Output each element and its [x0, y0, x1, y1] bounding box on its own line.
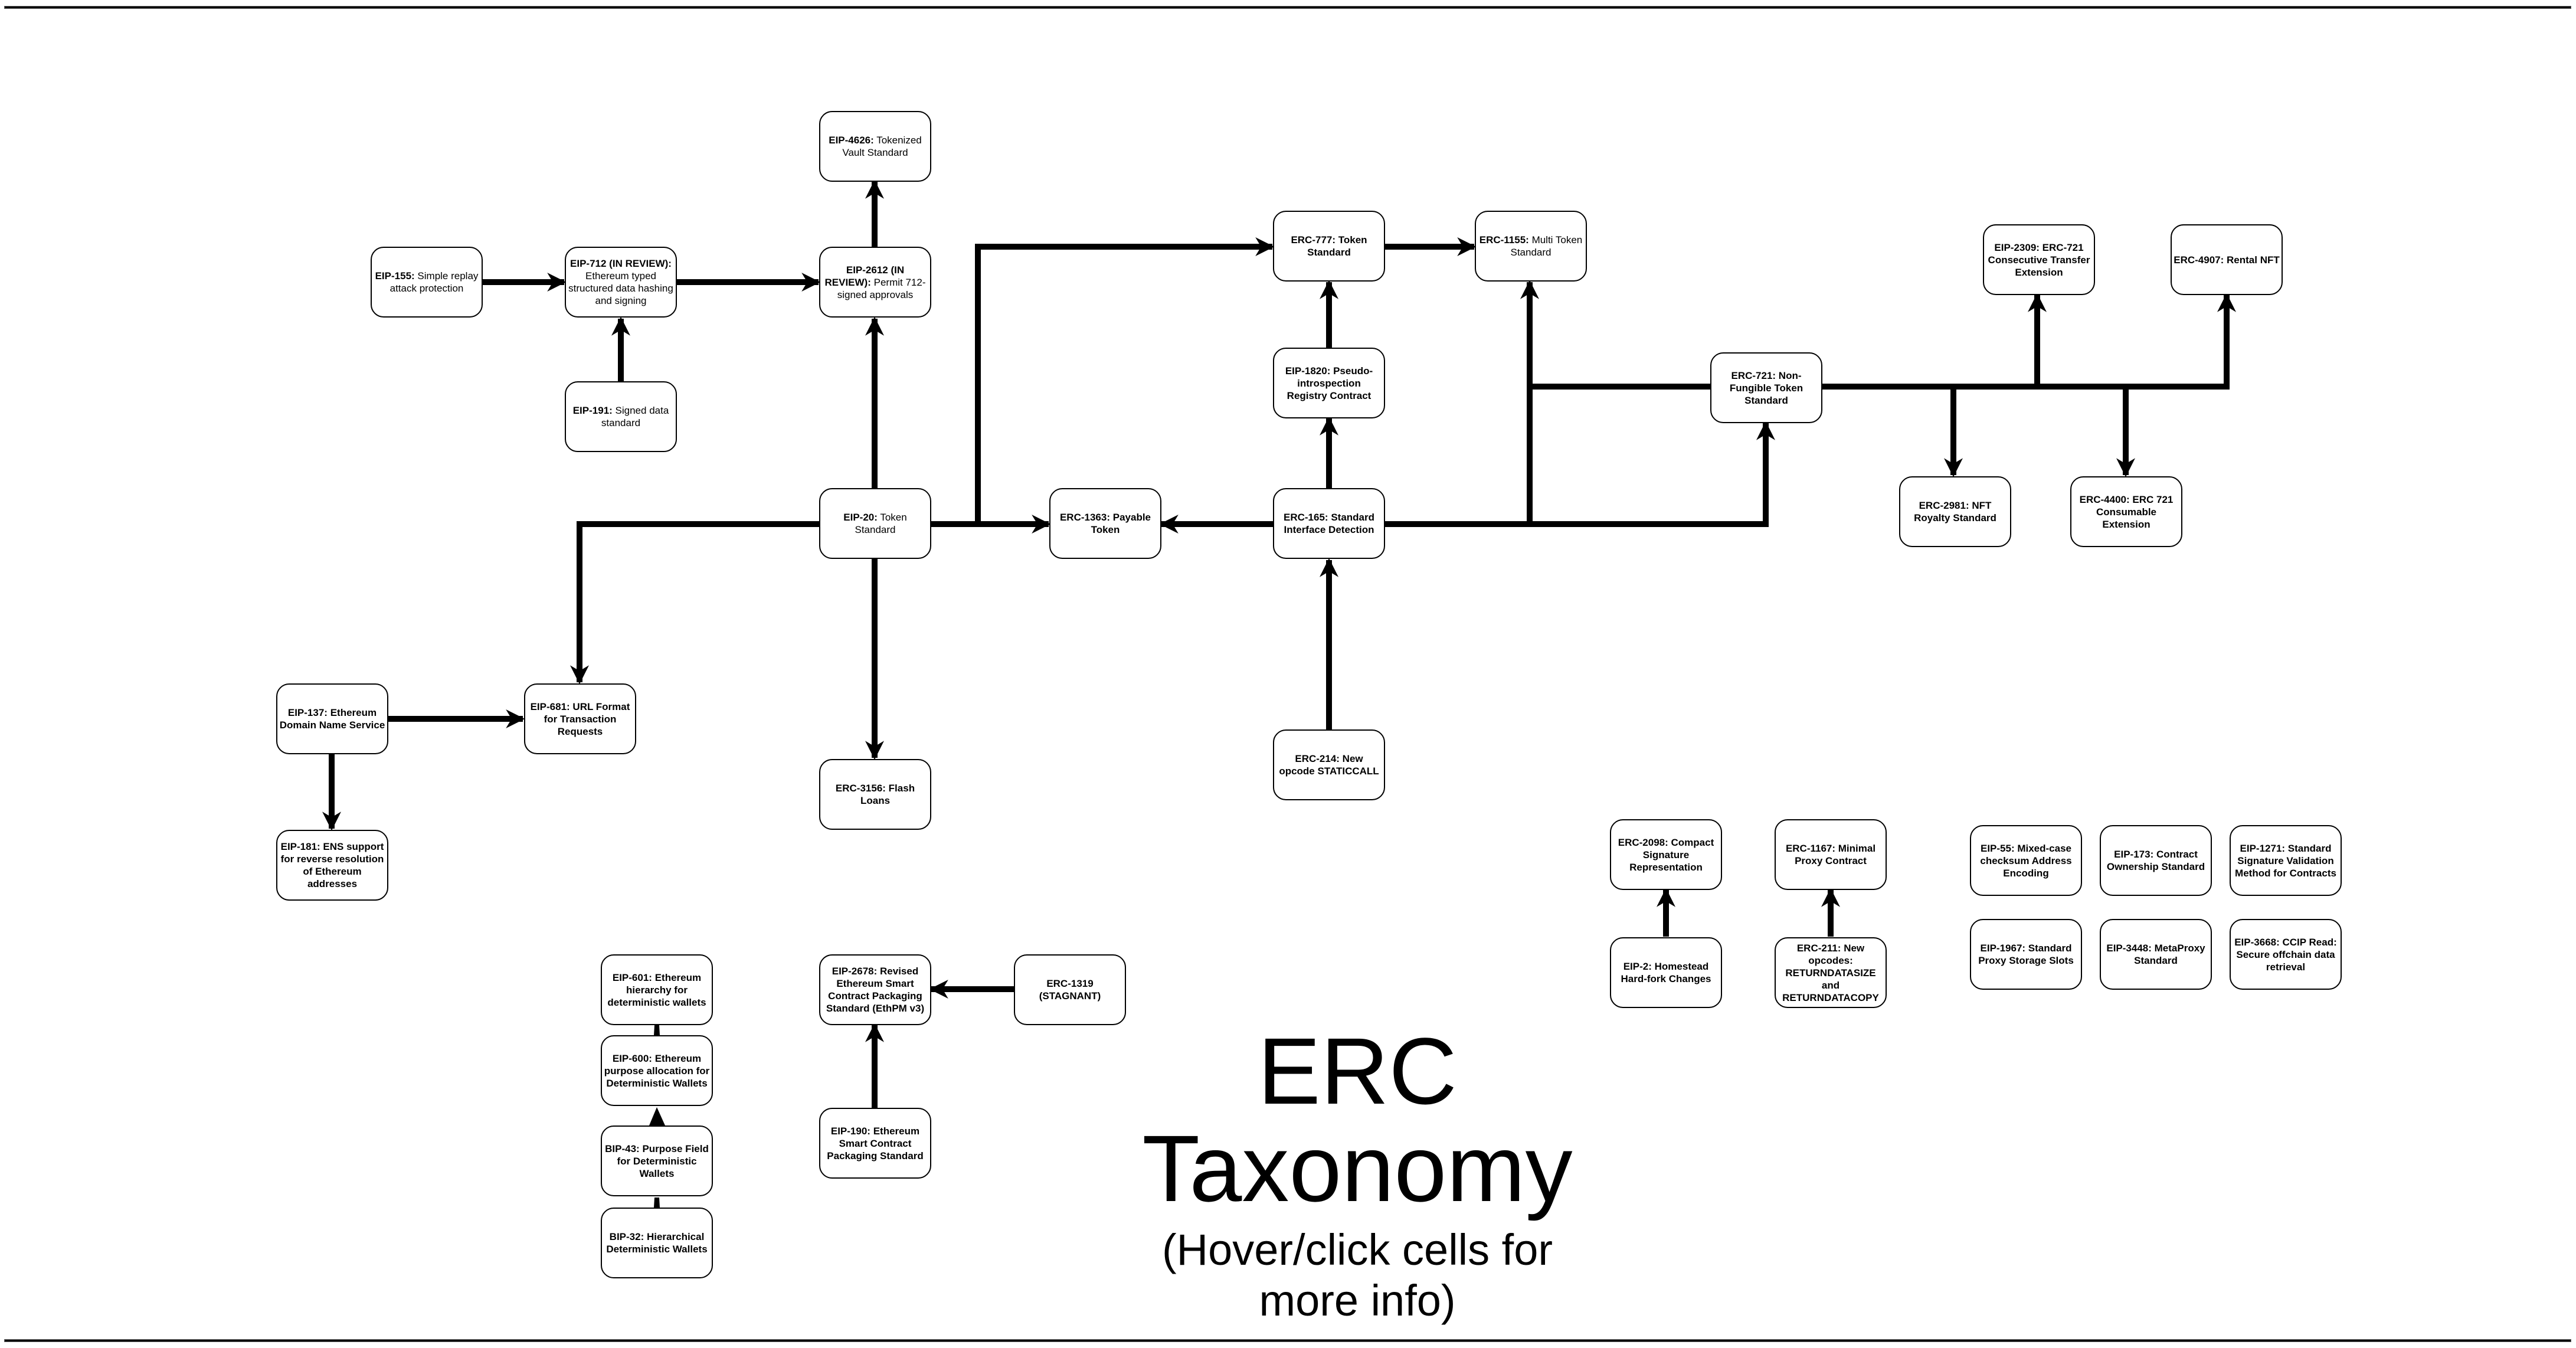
top-border-line — [4, 6, 2571, 9]
edge-eip20-erc777 — [975, 237, 1275, 524]
node-eip-3448[interactable]: EIP-3448: MetaProxy Standard — [2100, 919, 2212, 990]
node-bip-32[interactable]: BIP-32: Hierarchical Deterministic Walle… — [601, 1208, 713, 1278]
node-eip-600[interactable]: EIP-600: Ethereum purpose allocation for… — [601, 1035, 713, 1106]
edge-erc165-erc1155 — [1385, 280, 1540, 527]
node-erc-1319[interactable]: ERC-1319 (STAGNANT) — [1014, 954, 1126, 1025]
node-erc-1363[interactable]: ERC-1363: Payable Token — [1049, 488, 1161, 559]
node-erc-1155[interactable]: ERC-1155: Multi Token Standard — [1475, 211, 1587, 282]
node-erc-3156[interactable]: ERC-3156: Flash Loans — [819, 759, 931, 830]
edge-eip600-eip601 — [654, 1025, 660, 1035]
bottom-border-line — [4, 1339, 2571, 1342]
node-erc-777[interactable]: ERC-777: Token Standard — [1273, 211, 1385, 282]
edge-eip20-eip681 — [569, 521, 820, 685]
node-eip-1820[interactable]: EIP-1820: Pseudo-introspection Registry … — [1273, 348, 1385, 418]
node-eip-2309[interactable]: EIP-2309: ERC-721 Consecutive Transfer E… — [1983, 224, 2095, 295]
node-erc-4400[interactable]: ERC-4400: ERC 721 Consumable Extension — [2070, 476, 2182, 547]
node-eip-137[interactable]: EIP-137: Ethereum Domain Name Service — [276, 683, 388, 754]
node-eip-3668[interactable]: EIP-3668: CCIP Read: Secure offchain dat… — [2230, 919, 2342, 990]
title-line-1: ERC — [1258, 1018, 1457, 1124]
edge-bip43-eip600 — [649, 1107, 665, 1125]
node-eip-181[interactable]: EIP-181: ENS support for reverse resolut… — [276, 830, 388, 901]
node-erc-165[interactable]: ERC-165: Standard Interface Detection — [1273, 488, 1385, 559]
node-erc-721[interactable]: ERC-721: Non-Fungible Token Standard — [1710, 352, 1822, 423]
node-erc-214[interactable]: ERC-214: New opcode STATICCALL — [1273, 729, 1385, 800]
node-eip-191[interactable]: EIP-191: Signed data standard — [565, 381, 677, 452]
node-eip-1271[interactable]: EIP-1271: Standard Signature Validation … — [2230, 825, 2342, 896]
node-erc-1167[interactable]: ERC-1167: Minimal Proxy Contract — [1775, 819, 1887, 890]
node-eip-1967[interactable]: EIP-1967: Standard Proxy Storage Slots — [1970, 919, 2082, 990]
node-eip-4626[interactable]: EIP-4626: Tokenized Vault Standard — [819, 111, 931, 182]
title-subtitle: (Hover/click cells for more info) — [1162, 1225, 1553, 1325]
edge-erc165-erc721 — [1530, 421, 1776, 527]
edge-erc721-bus-right — [1822, 293, 2237, 390]
node-eip-2678[interactable]: EIP-2678: Revised Ethereum Smart Contrac… — [819, 954, 931, 1025]
node-erc-4907[interactable]: ERC-4907: Rental NFT — [2171, 224, 2283, 295]
node-eip-155[interactable]: EIP-155: Simple replay attack protection — [371, 247, 483, 318]
node-eip-20[interactable]: EIP-20: Token Standard — [819, 488, 931, 559]
node-eip-601[interactable]: EIP-601: Ethereum hierarchy for determin… — [601, 954, 713, 1025]
node-eip-173[interactable]: EIP-173: Contract Ownership Standard — [2100, 825, 2212, 896]
node-eip-55[interactable]: EIP-55: Mixed-case checksum Address Enco… — [1970, 825, 2082, 896]
node-erc-211[interactable]: ERC-211: New opcodes: RETURNDATASIZE and… — [1775, 937, 1887, 1008]
title-line-2: Taxonomy — [1142, 1115, 1573, 1221]
node-erc-2981[interactable]: ERC-2981: NFT Royalty Standard — [1899, 476, 2011, 547]
node-eip-712[interactable]: EIP-712 (IN REVIEW): Ethereum typed stru… — [565, 247, 677, 318]
node-bip-43[interactable]: BIP-43: Purpose Field for Deterministic … — [601, 1125, 713, 1196]
node-eip-2[interactable]: EIP-2: Homestead Hard-fork Changes — [1610, 937, 1722, 1008]
node-eip-190[interactable]: EIP-190: Ethereum Smart Contract Packagi… — [819, 1108, 931, 1179]
node-eip-681[interactable]: EIP-681: URL Format for Transaction Requ… — [524, 683, 636, 754]
edge-bip32-bip43 — [654, 1198, 660, 1208]
node-erc-2098[interactable]: ERC-2098: Compact Signature Representati… — [1610, 819, 1722, 890]
node-eip-2612[interactable]: EIP-2612 (IN REVIEW): Permit 712-signed … — [819, 247, 931, 318]
